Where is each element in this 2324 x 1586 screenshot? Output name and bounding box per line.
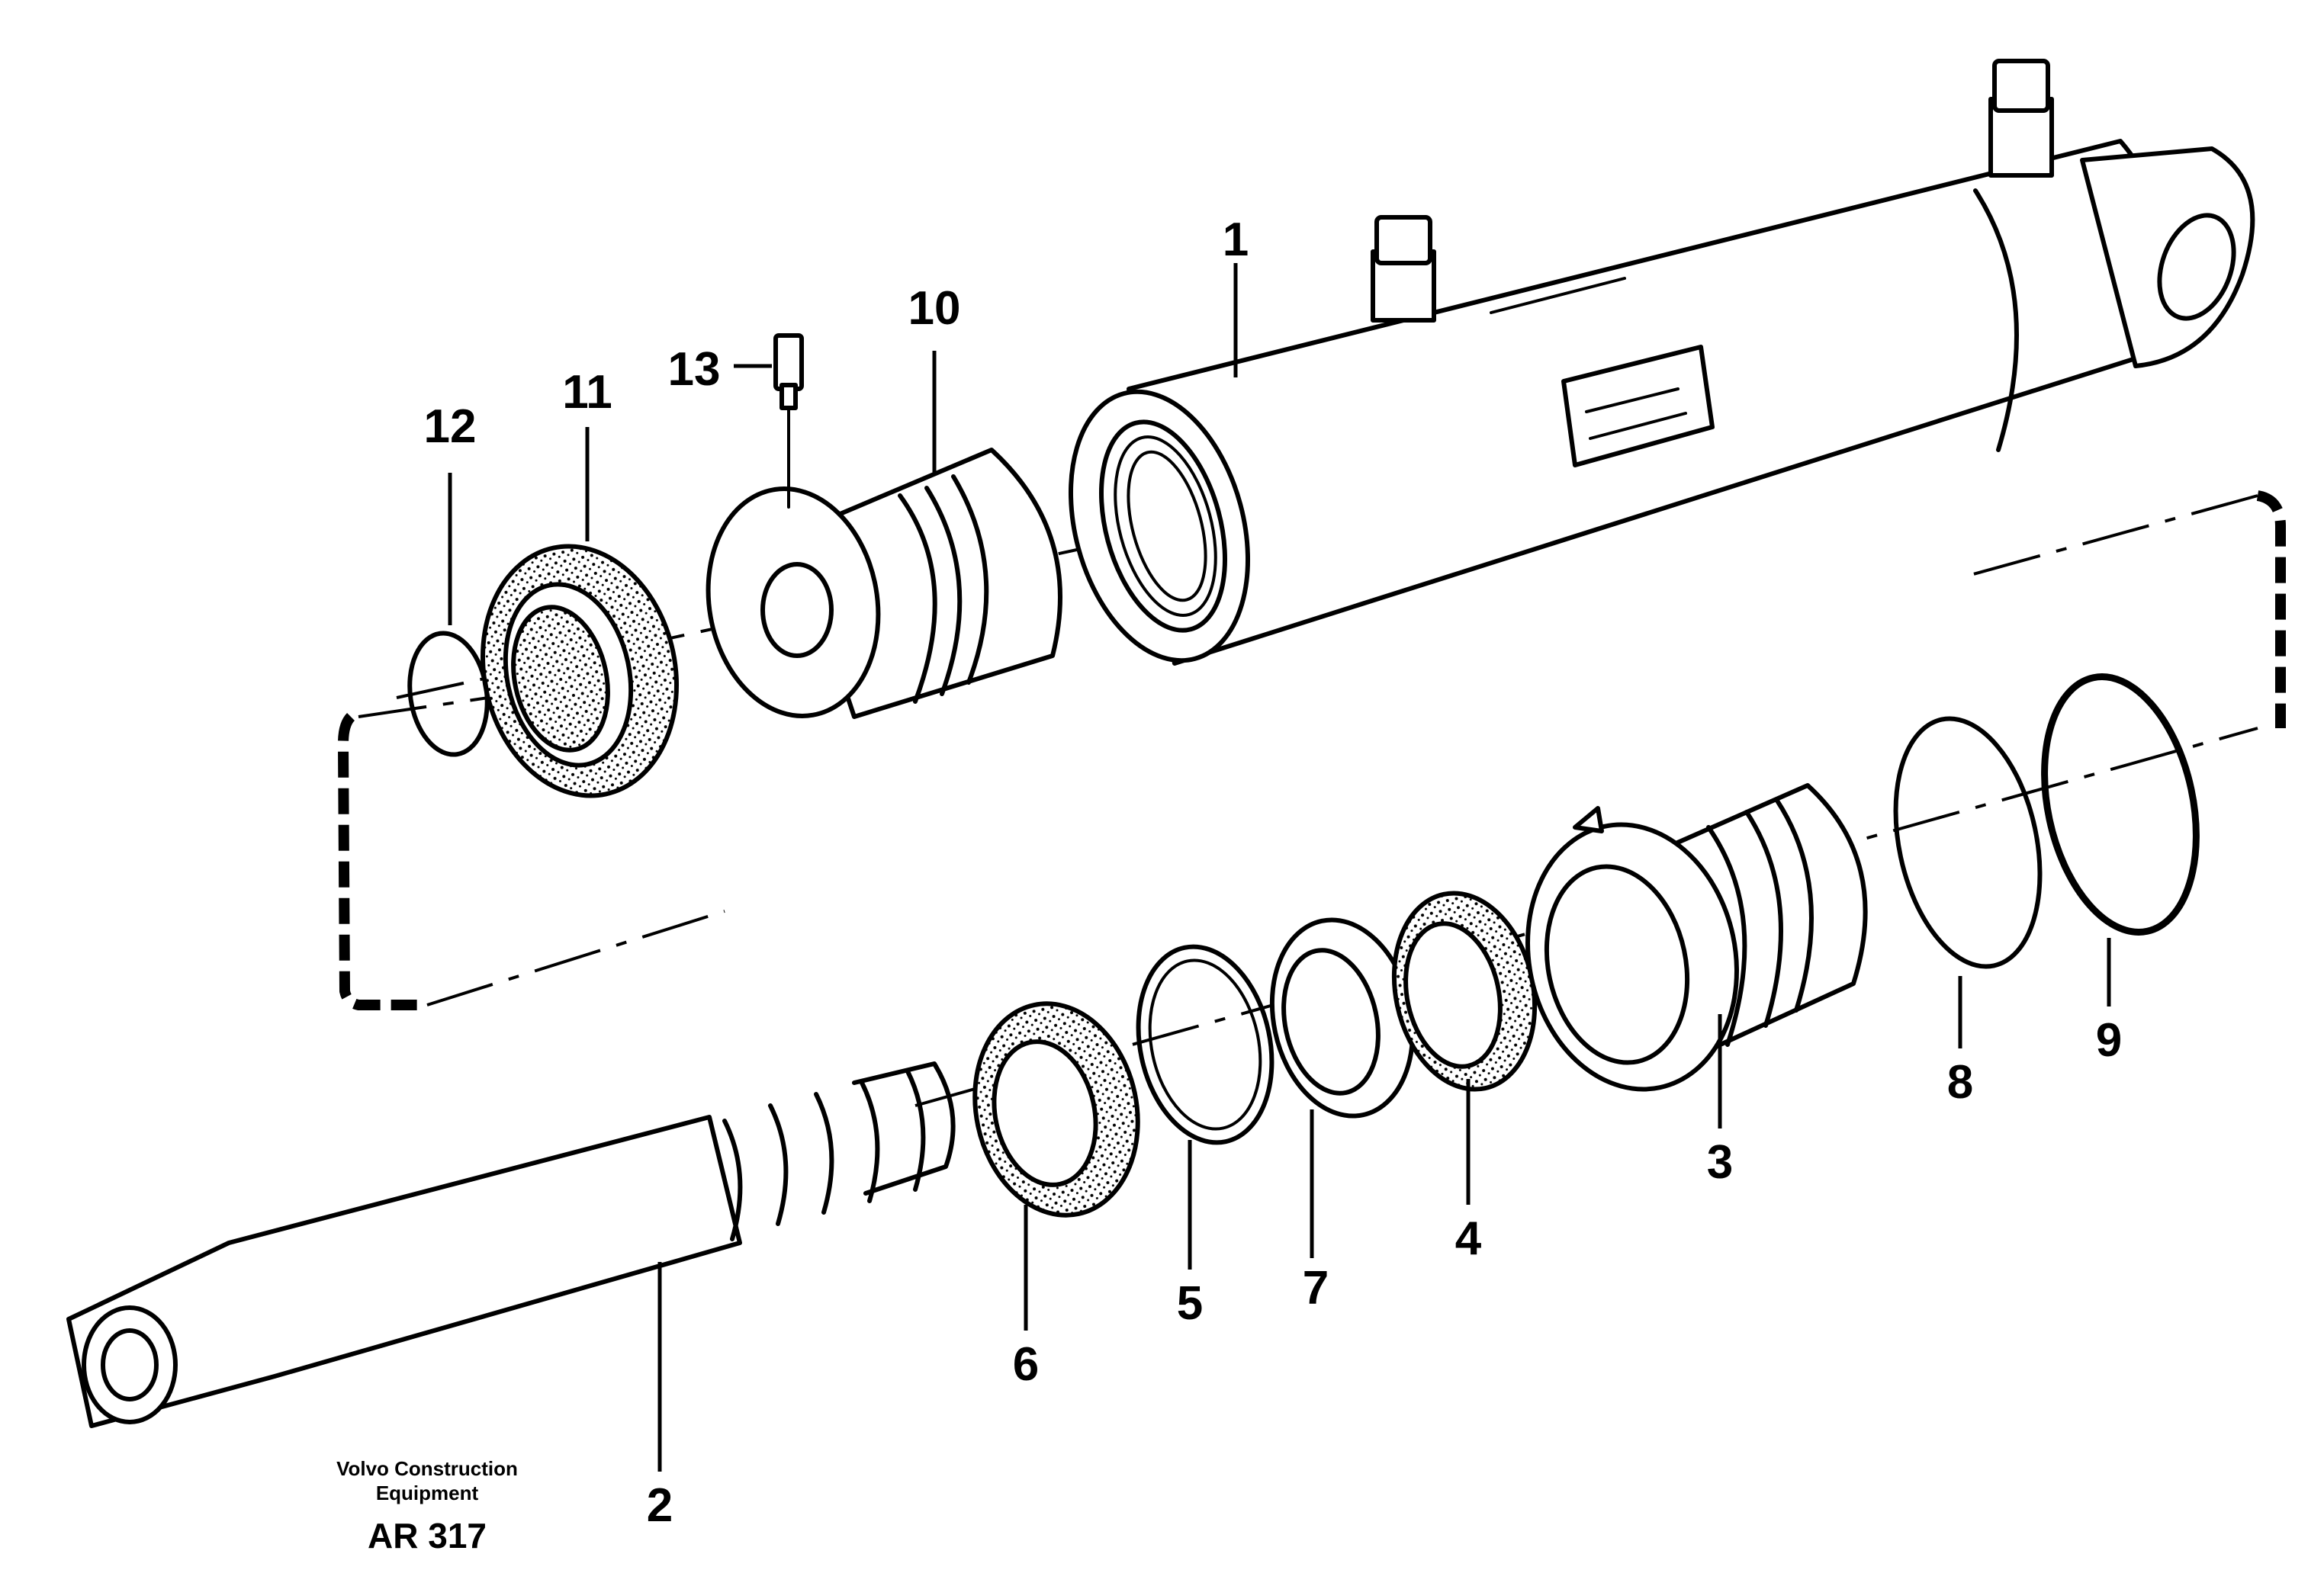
rod-seal: [972, 1001, 1140, 1218]
piston: [706, 448, 1062, 719]
callout-labels: 1 2 3 4 5 6 7 8 9 10 11 12 13: [424, 214, 2123, 1532]
callout-4: 4: [1455, 1212, 1482, 1265]
piston-rod: [66, 1061, 956, 1428]
callout-11: 11: [562, 366, 612, 419]
callout-9: 9: [2096, 1014, 2122, 1067]
wear-ring: [1269, 917, 1416, 1119]
cylinder-head: [1525, 783, 1868, 1092]
callout-6: 6: [1013, 1338, 1039, 1391]
callout-8: 8: [1947, 1056, 1973, 1109]
publisher-line-1: Volvo Construction: [336, 1457, 518, 1480]
callout-10: 10: [908, 282, 961, 335]
callout-2: 2: [647, 1479, 673, 1532]
callout-7: 7: [1303, 1262, 1329, 1315]
callout-3: 3: [1707, 1136, 1733, 1189]
callout-12: 12: [424, 400, 477, 453]
piston-seal: [1391, 891, 1538, 1092]
callout-5: 5: [1177, 1277, 1203, 1330]
drawing-caption: Volvo Construction Equipment AR 317: [336, 1457, 518, 1556]
callout-1: 1: [1223, 214, 1249, 266]
leader-lines: [448, 263, 2111, 1472]
assembly-link-bracket: [338, 490, 2286, 1010]
set-screw: [773, 333, 804, 509]
snap-ring: [1136, 944, 1275, 1145]
publisher-line-2: Equipment: [376, 1482, 479, 1504]
retaining-ring: [2041, 673, 2200, 936]
cylinder-tube: [1068, 59, 2255, 666]
callout-13: 13: [668, 343, 721, 396]
guide-bushing: [481, 544, 679, 798]
drawing-number: AR 317: [368, 1516, 487, 1556]
o-ring-small: [407, 631, 490, 757]
o-ring-large: [1893, 716, 2043, 969]
